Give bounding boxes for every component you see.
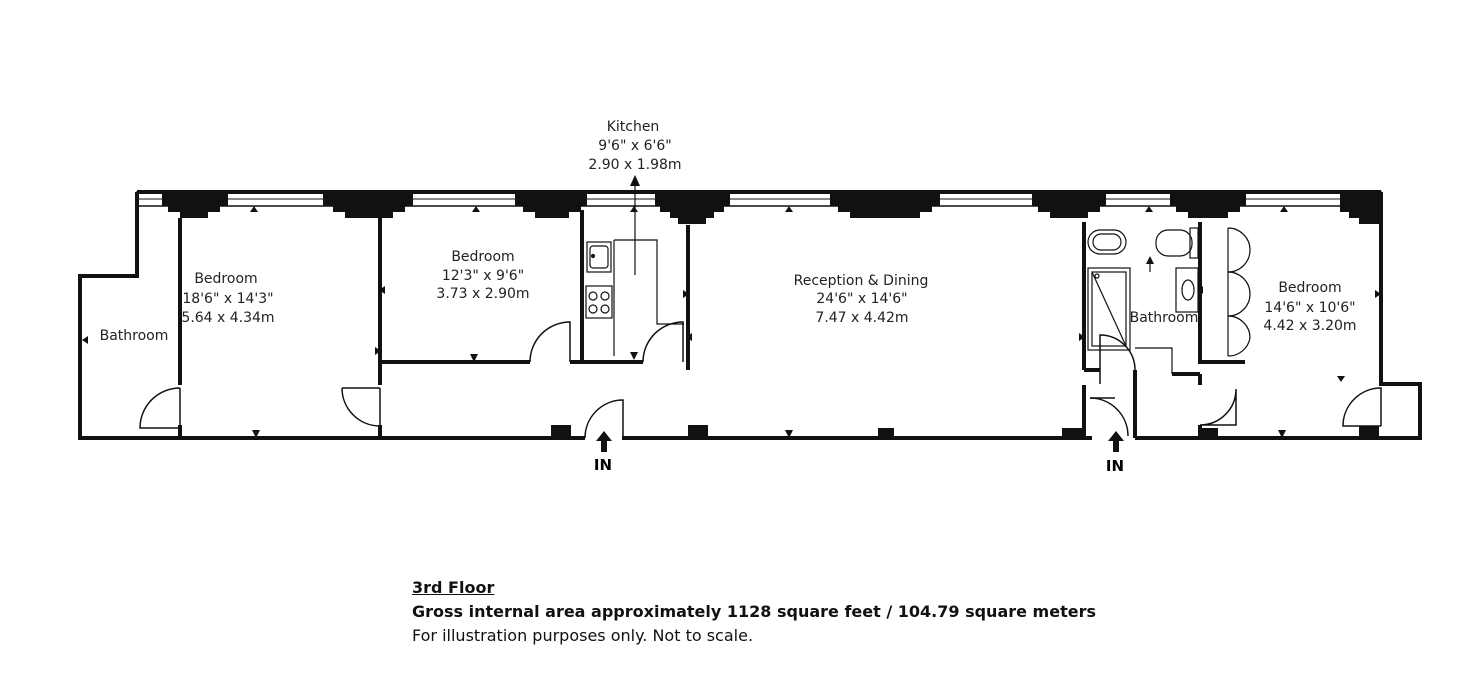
tick-markers [82, 206, 1381, 438]
room-name: Kitchen [607, 119, 660, 135]
plan-caption: 3rd Floor Gross internal area approximat… [412, 576, 1096, 648]
room-bedroom-3: Bedroom 14'6" x 10'6" 4.42 x 3.20m [1263, 280, 1356, 334]
room-name: Bedroom [1278, 280, 1341, 296]
room-metric: 3.73 x 2.90m [436, 286, 529, 302]
room-metric: 2.90 x 1.98m [588, 157, 681, 173]
interior-walls [178, 210, 1245, 438]
room-bathroom-right: Bathroom [1130, 310, 1199, 326]
room-bathroom-left: Bathroom [100, 328, 169, 344]
outer-walls [78, 190, 1422, 440]
wardrobe [1227, 227, 1251, 357]
area-statement: Gross internal area approximately 1128 s… [412, 602, 1096, 621]
room-imperial: 18'6" x 14'3" [182, 291, 273, 307]
room-name: Bathroom [100, 328, 169, 344]
pillars [162, 192, 1381, 224]
room-name: Bedroom [451, 249, 514, 265]
entrance-arrow-right [1108, 431, 1124, 452]
room-imperial: 24'6" x 14'6" [816, 291, 907, 307]
kitchen-pointer [630, 175, 1154, 275]
room-imperial: 14'6" x 10'6" [1264, 300, 1355, 316]
room-metric: 5.64 x 4.34m [181, 310, 274, 326]
room-reception: Reception & Dining 24'6" x 14'6" 7.47 x … [794, 273, 929, 326]
entrance-label-right: IN [1106, 457, 1124, 475]
disclaimer-note: For illustration purposes only. Not to s… [412, 626, 754, 645]
room-metric: 7.47 x 4.42m [815, 310, 908, 326]
room-kitchen: Kitchen 9'6" x 6'6" 2.90 x 1.98m [588, 119, 681, 173]
room-name: Bedroom [194, 271, 257, 287]
room-imperial: 12'3" x 9'6" [442, 268, 524, 284]
room-name: Reception & Dining [794, 273, 929, 289]
room-name: Bathroom [1130, 310, 1199, 326]
bottom-blocks [551, 425, 1379, 438]
room-imperial: 9'6" x 6'6" [598, 138, 671, 154]
entrance-arrow-left [596, 431, 612, 452]
room-bedroom-2: Bedroom 12'3" x 9'6" 3.73 x 2.90m [436, 249, 529, 302]
entrance-label-left: IN [594, 456, 612, 474]
bathroom-fittings [1087, 227, 1199, 351]
room-bedroom-1: Bedroom 18'6" x 14'3" 5.64 x 4.34m [181, 271, 274, 326]
floor-title: 3rd Floor [412, 578, 495, 597]
door-swings [139, 321, 1382, 439]
room-metric: 4.42 x 3.20m [1263, 318, 1356, 334]
